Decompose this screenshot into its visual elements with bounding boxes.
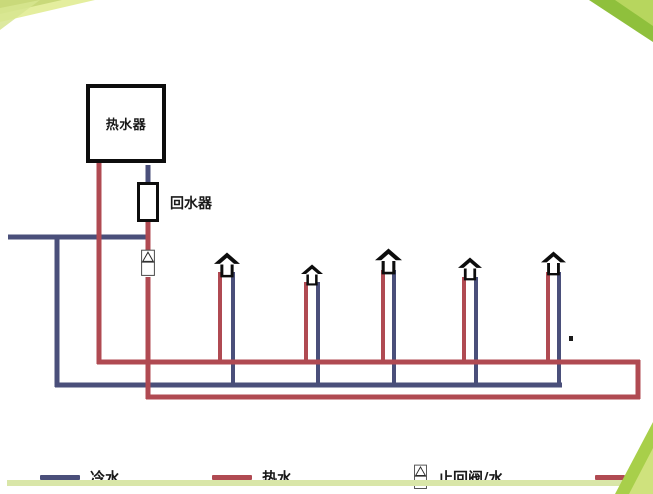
- legend-item-check-valve: 止回阀/水: [413, 460, 503, 494]
- water-heater-label: 热水器: [105, 118, 147, 133]
- water-heater-box: 热水器: [86, 84, 166, 163]
- return-pump-box: [137, 182, 159, 222]
- bottom-mask-strip: [7, 480, 646, 486]
- hot-water-piping: [96, 163, 640, 365]
- cold-water-line-icon: [40, 474, 80, 480]
- legend-item-extra: [595, 460, 635, 494]
- cold-water-piping: [8, 165, 562, 388]
- check-valve-icon: [141, 249, 155, 276]
- fixture-arrow-4: [458, 257, 482, 281]
- legend-check-valve-icon: [414, 464, 427, 489]
- hot-water-line-icon-secondary: [595, 474, 625, 480]
- fixture-arrows: [214, 248, 566, 286]
- legend-item-cold-water: 冷水: [40, 460, 120, 494]
- fixture-arrow-5: [541, 251, 566, 276]
- legend: 冷水 热水 止回阀/水: [0, 460, 653, 494]
- return-loop-piping: [145, 222, 641, 400]
- stray-dot-mark: [569, 336, 573, 341]
- hot-water-line-icon: [212, 474, 252, 480]
- legend-item-hot-water: 热水: [212, 460, 292, 494]
- return-pump-label: 回水器: [170, 196, 212, 212]
- fixture-arrow-3: [375, 248, 402, 275]
